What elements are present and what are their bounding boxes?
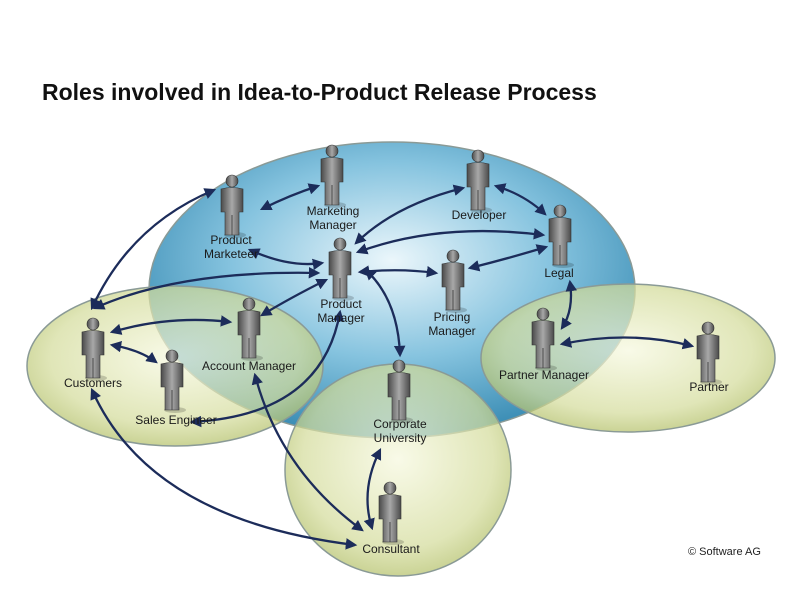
person-icon-corporate-university xyxy=(387,359,413,423)
role-label-account-manager: Account Manager xyxy=(202,359,296,373)
conn-developer-legal xyxy=(493,183,547,216)
role-figures xyxy=(81,144,722,545)
role-label-consultant: Consultant xyxy=(362,542,420,556)
conn-customers-consultant xyxy=(90,387,358,550)
conn-account-consultant xyxy=(251,372,364,532)
person-icon-developer xyxy=(466,149,492,213)
diagram-title: Roles involved in Idea-to-Product Releas… xyxy=(42,79,597,105)
person-icon-partner-manager xyxy=(531,307,557,371)
conn-marketeer-customers xyxy=(90,188,217,311)
copyright-text: © Software AG xyxy=(688,546,761,558)
conn-legal-partnermgr xyxy=(560,279,577,330)
connector-arrows xyxy=(90,183,695,550)
conn-customers-sales xyxy=(109,340,158,364)
conn-pm-corp xyxy=(364,268,406,358)
person-icon-account-manager xyxy=(237,297,263,361)
role-label-customers: Customers xyxy=(64,376,122,390)
person-icon-consultant xyxy=(378,481,404,545)
conn-corp-consultant xyxy=(363,447,382,531)
person-icon-legal xyxy=(548,204,574,268)
person-icon-partner xyxy=(696,321,722,385)
role-label-partner-manager: Partner Manager xyxy=(499,368,589,382)
conn-partnermgr-partner xyxy=(559,336,695,350)
person-icon-pricing-manager xyxy=(441,249,467,313)
conn-marketeer-marketing xyxy=(259,183,321,211)
role-label-developer: Developer xyxy=(452,208,507,222)
person-icon-product-manager xyxy=(328,237,354,301)
role-label-sales-engineer: Sales Engineer xyxy=(135,413,216,427)
person-icon-marketing-manager xyxy=(320,144,346,208)
person-icon-sales-engineer xyxy=(160,349,186,413)
role-label-legal: Legal xyxy=(544,266,573,280)
role-label-partner: Partner xyxy=(689,380,728,394)
conn-marketeer-pm xyxy=(247,248,325,271)
person-icon-customers xyxy=(81,317,107,381)
group-ellipse-partner xyxy=(480,283,776,433)
conn-pricing-legal xyxy=(467,244,549,272)
conn-pm-legal xyxy=(355,228,546,255)
person-icon-product-marketeer xyxy=(220,174,246,238)
